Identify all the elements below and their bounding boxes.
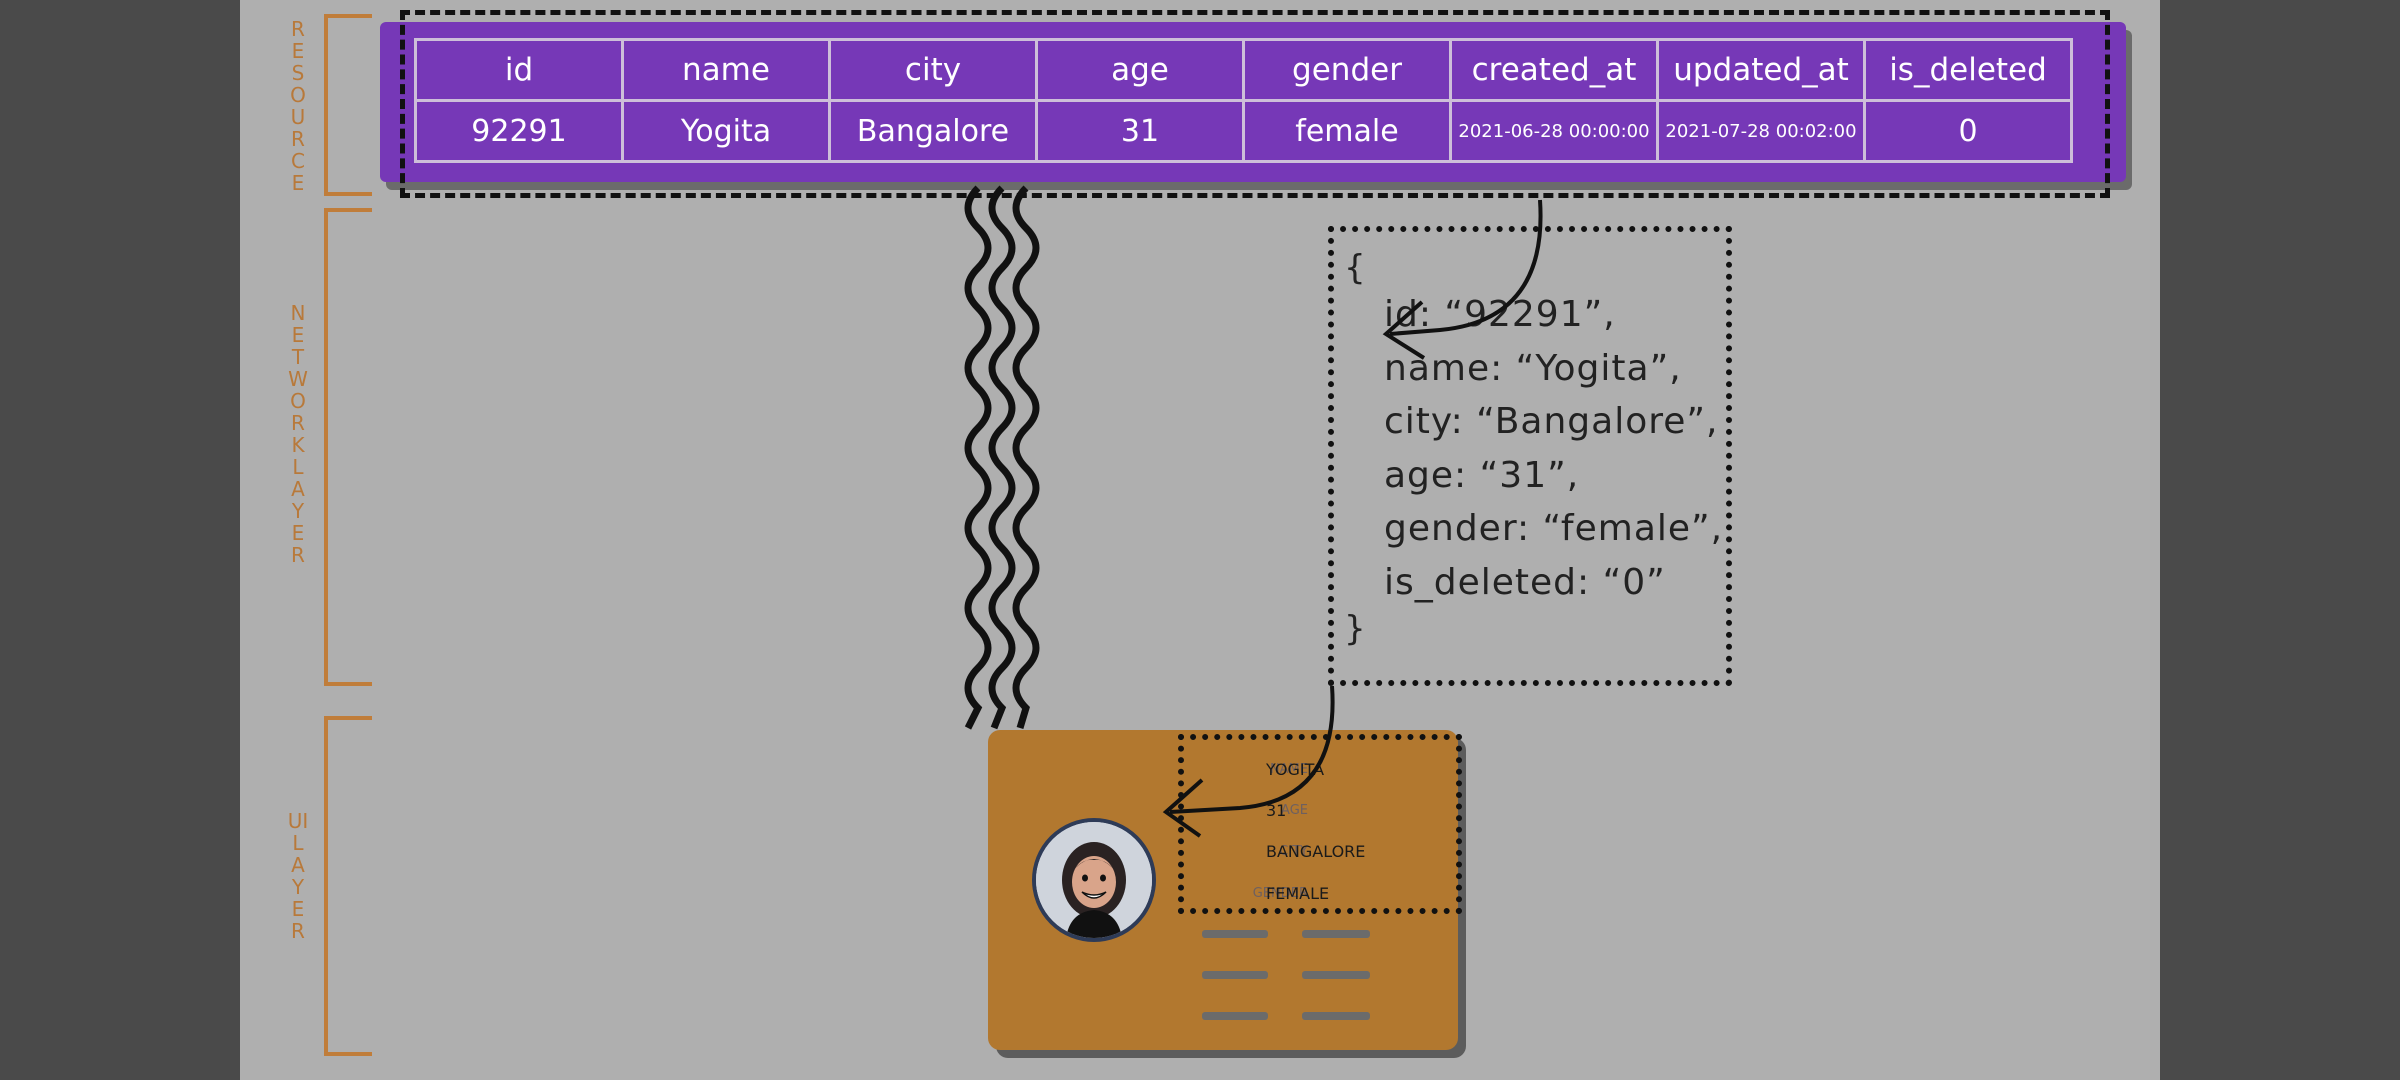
column-header-gender: gender — [1242, 38, 1452, 102]
column-header-updated-at: updated_at — [1656, 38, 1866, 102]
json-payload-box: { id: “92291”, name: “Yogita”, city: “Ba… — [1328, 226, 1732, 686]
json-line-name: name: “Yogita”, — [1384, 347, 1682, 389]
database-table: id name city age gender created_at updat… — [414, 38, 2073, 163]
json-line-age: age: “31”, — [1384, 454, 1580, 496]
ui-bracket — [324, 716, 372, 1056]
diagram-canvas: RESOURCE NETWORK LAYER UI LAYER id name … — [240, 0, 2160, 1080]
connectors-layer — [964, 185, 1543, 838]
column-header-created-at: created_at — [1449, 38, 1659, 102]
cell-city: Bangalore — [828, 99, 1038, 163]
column-header-is-deleted: is_deleted — [1863, 38, 2073, 102]
network-bracket — [324, 208, 372, 686]
card-field-city: CITY BANGALORE — [1200, 842, 1440, 862]
cell-gender: female — [1242, 99, 1452, 163]
card-placeholder-line — [1302, 930, 1370, 938]
cell-age: 31 — [1035, 99, 1245, 163]
table-row: 92291 Yogita Bangalore 31 female 2021-06… — [414, 99, 2073, 163]
card-value-name: YOGITA — [1266, 760, 1325, 779]
card-key-gender: GENDER — [1252, 886, 1308, 901]
json-close-brace: } — [1344, 609, 1366, 649]
wavy-connection-icon — [1012, 185, 1040, 730]
network-layer-label: NETWORK LAYER — [288, 301, 308, 567]
card-key-name: NAME — [1269, 762, 1308, 777]
arrow-icon — [1389, 199, 1543, 336]
arrow-head — [1162, 778, 1204, 838]
ui-layer-label: UI LAYER — [287, 809, 309, 943]
card-placeholder-line — [1202, 930, 1268, 938]
card-field-gender: GENDER FEMALE — [1200, 884, 1440, 904]
column-header-city: city — [828, 38, 1038, 102]
card-value-gender: FEMALE — [1266, 884, 1330, 903]
card-placeholder-line — [1302, 971, 1370, 979]
cell-name: Yogita — [621, 99, 831, 163]
card-key-city: CITY — [1279, 844, 1308, 859]
cell-updated-at: 2021-07-28 00:02:00 — [1656, 99, 1866, 163]
avatar-woman-icon — [1032, 818, 1156, 942]
card-value-city: BANGALORE — [1266, 842, 1366, 861]
table-selection-outline — [400, 10, 2110, 198]
arrow-head — [1382, 300, 1426, 360]
avatar-illustration — [1036, 822, 1152, 938]
card-value-age: 31 — [1266, 801, 1287, 820]
table-header-row: id name city age gender created_at updat… — [414, 38, 2073, 102]
resource-layer-label: RESOURCE — [290, 17, 306, 195]
resource-bracket — [324, 14, 372, 196]
card-placeholder-line — [1302, 1012, 1370, 1020]
json-line-id: id: “92291”, — [1384, 294, 1616, 335]
card-placeholder-line — [1202, 1012, 1268, 1020]
cell-id: 92291 — [414, 99, 624, 163]
card-key-age: AGE — [1281, 803, 1308, 818]
column-header-age: age — [1035, 38, 1245, 102]
cell-created-at: 2021-06-28 00:00:00 — [1449, 99, 1659, 163]
wavy-connection-icon — [988, 185, 1016, 730]
arrow-icon — [1169, 685, 1335, 814]
json-open-brace: { — [1344, 248, 1366, 288]
json-line-city: city: “Bangalore”, — [1384, 401, 1719, 442]
card-field-age: AGE 31 — [1200, 801, 1440, 821]
column-header-id: id — [414, 38, 624, 102]
json-line-gender: gender: “female”, — [1384, 508, 1724, 549]
column-header-name: name — [621, 38, 831, 102]
json-line-is-deleted: is_deleted: “0” — [1384, 561, 1666, 603]
cell-is-deleted: 0 — [1863, 99, 2073, 163]
card-field-name: NAME YOGITA — [1200, 760, 1440, 780]
wavy-connection-icon — [964, 185, 992, 730]
card-placeholder-line — [1202, 971, 1268, 979]
